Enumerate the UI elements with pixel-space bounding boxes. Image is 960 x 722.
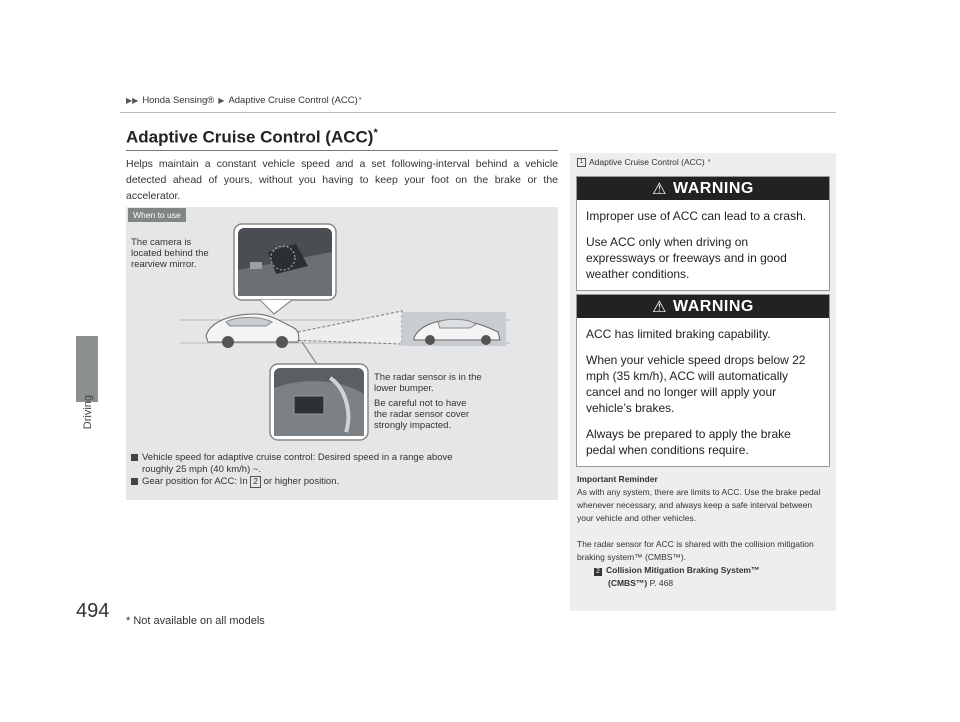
reminder-text: As with any system, there are limits to … xyxy=(577,487,821,523)
warning-body: Improper use of ACC can lead to a crash.… xyxy=(577,200,829,290)
sidebar-heading-asterisk: * xyxy=(707,158,711,166)
radar-caution-line: strongly impacted. xyxy=(374,420,452,431)
cross-reference-link-continued[interactable]: (CMBS™) P. 468 xyxy=(577,577,829,590)
speed-note-continued: roughly 25 mph (40 km/h) ~. xyxy=(142,464,262,475)
page-title-asterisk: * xyxy=(373,127,378,139)
warning-body: ACC has limited braking capability. When… xyxy=(577,318,829,466)
important-reminder: Important Reminder As with any system, t… xyxy=(577,473,829,590)
sidebar-heading: 1 Adaptive Cruise Control (ACC)* xyxy=(577,157,710,167)
gear-note-prefix: Gear position for ACC: In xyxy=(142,476,248,487)
section-tab-label: Driving xyxy=(82,395,94,430)
cross-reference-icon: 2 xyxy=(594,568,602,576)
radar-caution-label: Be careful not to have the radar sensor … xyxy=(374,398,469,431)
camera-inset-image xyxy=(233,223,337,315)
when-to-use-tag: When to use xyxy=(128,208,186,222)
warning-text: Always be prepared to apply the brake pe… xyxy=(586,427,791,457)
reference-marker-icon: 1 xyxy=(577,157,586,167)
radar-caution-line: Be careful not to have xyxy=(374,398,467,409)
road-and-vehicles-image xyxy=(180,310,510,348)
usage-panel xyxy=(126,207,558,500)
warning-text: When your vehicle speed drops below 22 m… xyxy=(586,353,806,415)
warning-label: WARNING xyxy=(673,179,754,197)
bullet-square-icon xyxy=(131,478,138,485)
warning-box-1: ⚠ WARNING Improper use of ACC can lead t… xyxy=(576,176,830,291)
radar-caution-line: the radar sensor cover xyxy=(374,409,470,420)
warning-triangle-icon: ⚠ xyxy=(652,298,667,316)
page-title: Adaptive Cruise Control (ACC)* xyxy=(126,127,378,148)
page-title-text: Adaptive Cruise Control (ACC) xyxy=(126,127,374,147)
reminder-text: The radar sensor for ACC is shared with … xyxy=(577,539,814,562)
breadcrumb-arrow-icon: ▶▶ xyxy=(126,96,139,105)
warning-label: WARNING xyxy=(673,297,754,315)
speed-note: Vehicle speed for adaptive cruise contro… xyxy=(131,452,551,464)
breadcrumb-item-acc[interactable]: Adaptive Cruise Control (ACC) xyxy=(228,95,358,106)
footnote: * Not available on all models xyxy=(126,615,265,627)
reminder-title: Important Reminder xyxy=(577,474,658,484)
breadcrumb-asterisk: * xyxy=(358,97,362,104)
cross-reference-link[interactable]: 2 Collision Mitigation Braking System™ xyxy=(577,564,829,577)
acc-sensor-illustration xyxy=(180,223,510,441)
radar-label-line: lower bumper. xyxy=(374,383,434,394)
gear-note: Gear position for ACC: In 2 or higher po… xyxy=(131,476,551,488)
warning-text: Use ACC only when driving on expressways… xyxy=(586,235,787,281)
speed-note-text: Vehicle speed for adaptive cruise contro… xyxy=(142,452,453,463)
section-tab-marker xyxy=(76,336,98,402)
sidebar-heading-text: Adaptive Cruise Control (ACC) xyxy=(589,157,705,167)
breadcrumb-item-honda-sensing[interactable]: Honda Sensing® xyxy=(142,95,215,106)
cross-reference-title[interactable]: Collision Mitigation Braking System™ xyxy=(606,565,760,575)
title-rule xyxy=(126,150,558,151)
radar-inset-image xyxy=(269,341,369,441)
warning-text: ACC has limited braking capability. xyxy=(586,327,771,341)
camera-label-line: rearview mirror. xyxy=(131,259,197,270)
warning-text: Improper use of ACC can lead to a crash. xyxy=(586,209,807,223)
bullet-square-icon xyxy=(131,454,138,461)
warning-header: ⚠ WARNING xyxy=(577,295,829,318)
radar-label-line: The radar sensor is in the xyxy=(374,372,482,383)
header-rule xyxy=(120,112,836,113)
camera-label-line: located behind the xyxy=(131,248,209,259)
gear-note-suffix: or higher position. xyxy=(263,476,340,487)
usage-notes: Vehicle speed for adaptive cruise contro… xyxy=(131,452,551,488)
warning-box-2: ⚠ WARNING ACC has limited braking capabi… xyxy=(576,294,830,467)
intro-paragraph: Helps maintain a constant vehicle speed … xyxy=(126,158,558,202)
breadcrumb-arrow-icon: ▶ xyxy=(218,96,225,105)
gear-position-badge: 2 xyxy=(250,476,261,488)
cross-reference-title-continued[interactable]: (CMBS™) xyxy=(608,578,648,588)
warning-triangle-icon: ⚠ xyxy=(652,180,667,198)
radar-label: The radar sensor is in the lower bumper. xyxy=(374,372,482,394)
page-number: 494 xyxy=(76,600,110,622)
warning-header: ⚠ WARNING xyxy=(577,177,829,200)
breadcrumb: ▶▶ Honda Sensing® ▶ Adaptive Cruise Cont… xyxy=(126,95,362,106)
camera-label-line: The camera is xyxy=(131,237,192,248)
camera-label: The camera is located behind the rearvie… xyxy=(131,237,209,270)
cross-reference-page[interactable]: P. 468 xyxy=(649,578,674,588)
